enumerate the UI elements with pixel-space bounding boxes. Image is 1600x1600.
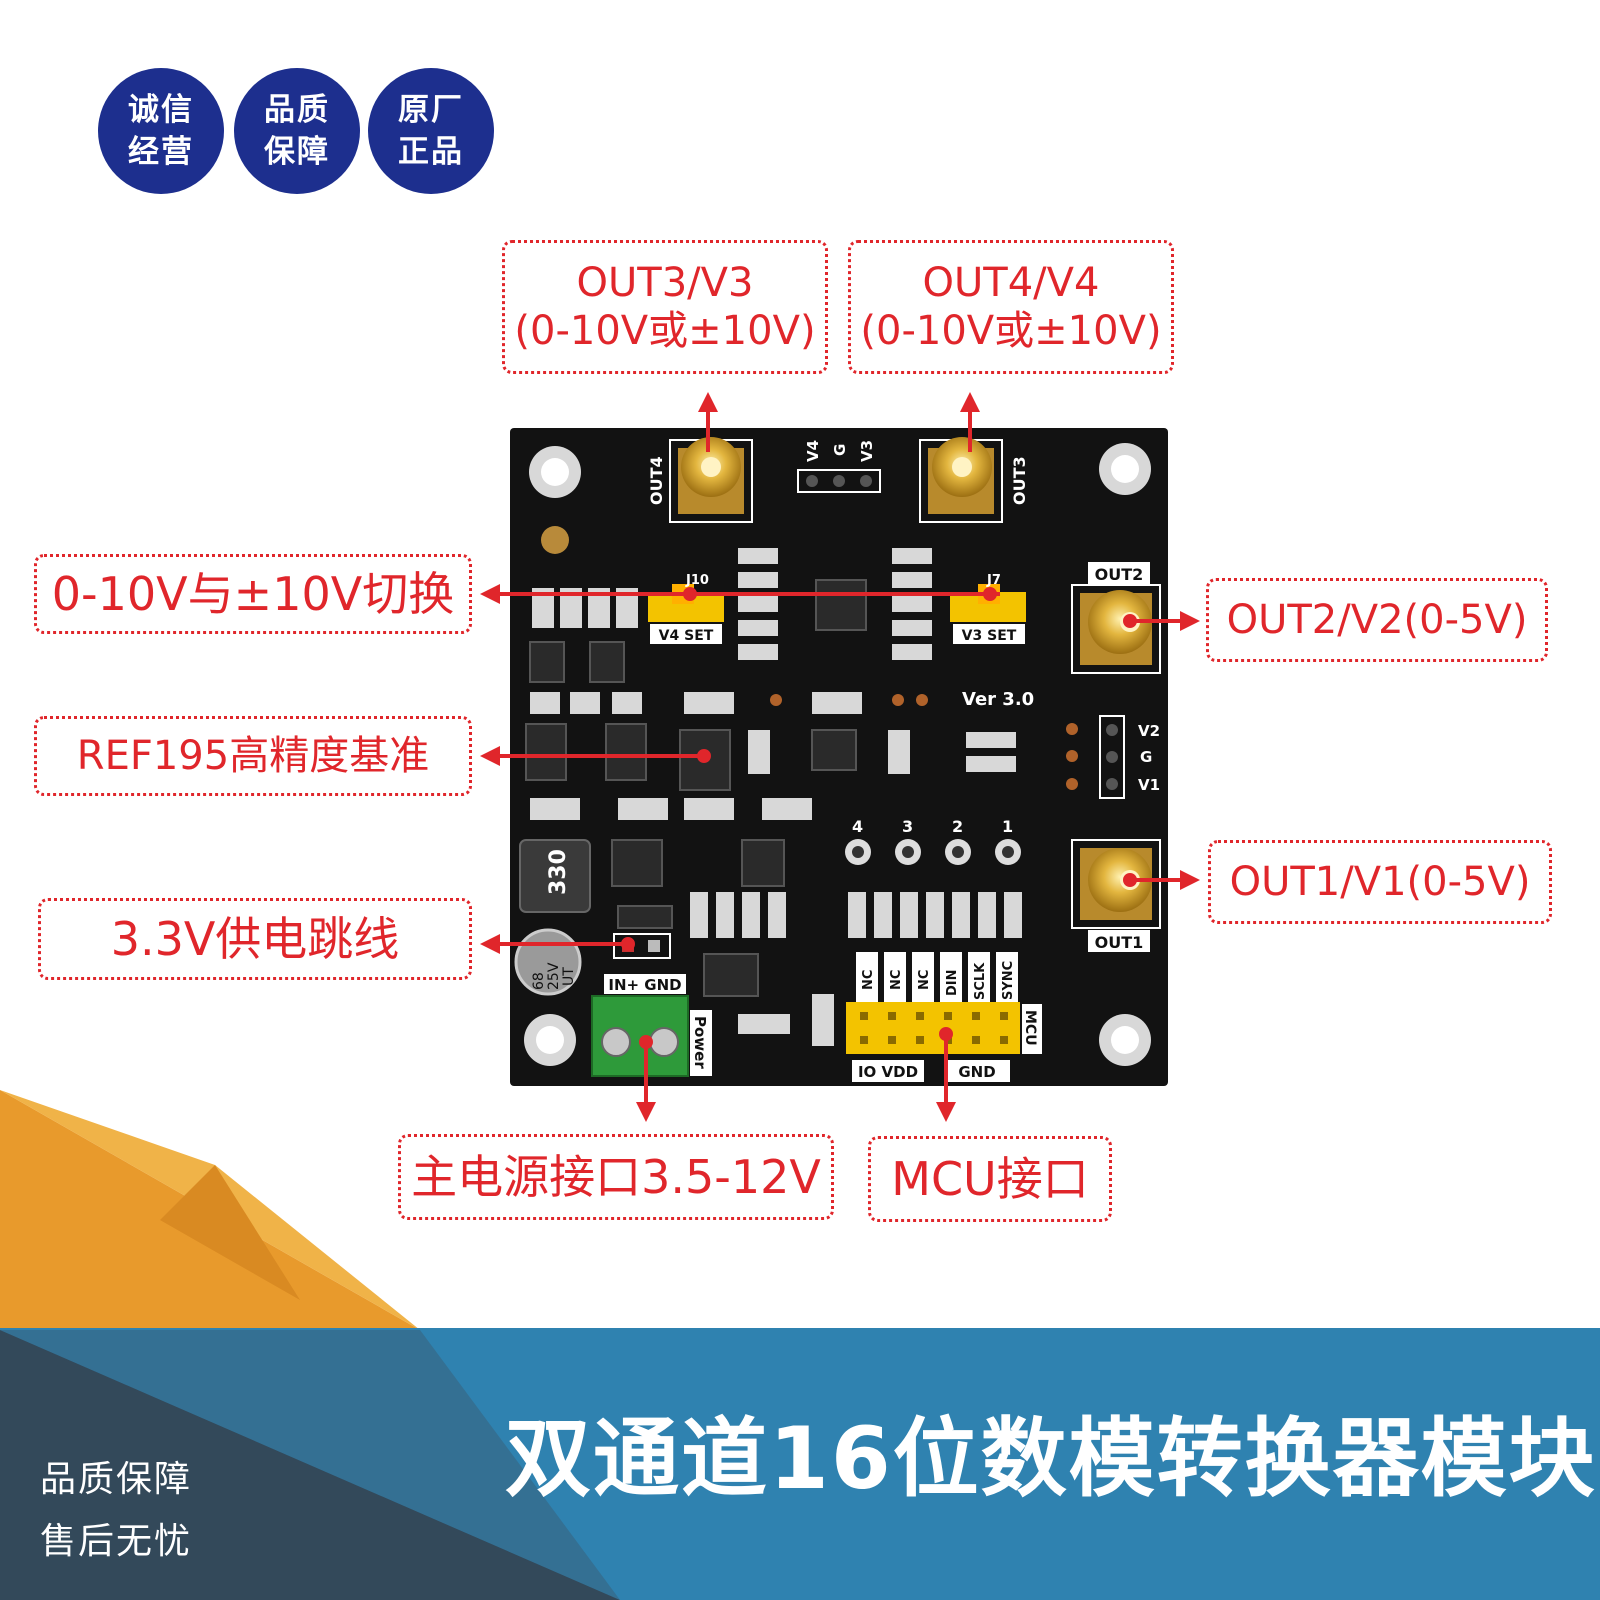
slogan-quality: 品质保障 <box>40 1459 193 1500</box>
orange-triangle-small <box>160 1165 300 1300</box>
silk-mcu-nc3: NC <box>917 970 932 990</box>
dark-corner-fade <box>0 1330 620 1600</box>
copper-pads <box>770 694 1078 790</box>
header-top <box>797 469 881 493</box>
callout-mcu-interface: MCU接口 <box>868 1136 1112 1222</box>
silk-mcu-sclk: SCLK <box>973 962 988 1000</box>
silk-cap-25v: 25V <box>546 962 562 990</box>
callout-ref195: REF195高精度基准 <box>34 716 472 796</box>
silk-j7: J7 <box>986 573 1001 588</box>
silk-out3: OUT3 <box>1010 456 1029 505</box>
silk-version: Ver 3.0 <box>962 689 1034 710</box>
silk-j10: J10 <box>685 573 709 588</box>
silk-pad-3: 3 <box>902 817 913 836</box>
silk-out1: OUT1 <box>1095 933 1144 952</box>
silk-mcu-nc1: NC <box>861 970 876 990</box>
mcu-pin-header <box>846 1002 1020 1054</box>
callout-power-input: 主电源接口3.5-12V <box>398 1134 834 1220</box>
power-terminal-block <box>591 995 689 1077</box>
silk-cap-ut: UT <box>561 967 577 986</box>
silk-pad-1: 1 <box>1002 817 1013 836</box>
callout-out4: OUT4/V4 (0-10V或±10V) <box>848 240 1174 374</box>
slogan-aftersales: 售后无忧 <box>40 1521 193 1562</box>
test-pads <box>845 839 1021 865</box>
silk-in-gnd: IN+ GND <box>608 976 681 994</box>
silk-hdr-g2: G <box>1140 748 1152 766</box>
mcu-pin-labels-bg <box>856 952 1018 1002</box>
silk-v3set: V3 SET <box>962 628 1017 644</box>
sma-connector-out3 <box>919 437 1003 523</box>
ic-chips <box>525 579 867 997</box>
callout-out2: OUT2/V2(0-5V) <box>1206 578 1548 662</box>
callout-out1: OUT1/V1(0-5V) <box>1208 840 1552 924</box>
silk-pad-4: 4 <box>852 817 863 836</box>
silk-hdr-v2: V2 <box>1138 722 1160 740</box>
header-right <box>1099 715 1125 799</box>
silk-out2: OUT2 <box>1095 565 1144 584</box>
annotation-arrows <box>480 392 1200 1122</box>
silk-mcu-din: DIN <box>945 969 960 996</box>
sma-connector-out1 <box>1071 839 1161 929</box>
badge-integrity: 诚信 经营 <box>98 68 224 194</box>
product-title: 双通道16位数模转换器模块 <box>505 1409 1597 1509</box>
silk-inductor: 330 <box>546 849 571 895</box>
callout-out3: OUT3/V3 (0-10V或±10V) <box>502 240 828 374</box>
silk-mcu: MCU <box>1022 1010 1038 1046</box>
silk-gnd: GND <box>958 1063 995 1081</box>
silk-mcu-nc2: NC <box>889 970 904 990</box>
callout-range-switch: 0-10V与±10V切换 <box>34 554 472 634</box>
badge-quality: 品质 保障 <box>234 68 360 194</box>
mounting-holes <box>524 443 1151 1066</box>
silk-out4: OUT4 <box>647 456 666 505</box>
silk-mcu-sync: SYNC <box>1001 961 1016 1000</box>
badge-original: 原厂 正品 <box>368 68 494 194</box>
silk-hdr-v1: V1 <box>1138 776 1160 794</box>
callout-3v3-jumper: 3.3V供电跳线 <box>38 898 472 980</box>
sma-connector-out2 <box>1071 584 1161 674</box>
silk-hdr-v4: V4 <box>804 440 822 462</box>
silk-cap-68: 68 <box>531 972 547 990</box>
smd-components <box>530 548 1022 1046</box>
silk-pad-2: 2 <box>952 817 963 836</box>
silk-hdr-v3: V3 <box>858 440 876 462</box>
inductor-330 <box>519 839 591 913</box>
sma-connector-out4 <box>669 437 753 523</box>
silk-hdr-g: G <box>831 444 849 456</box>
silk-io-vdd: IO VDD <box>858 1063 918 1081</box>
silk-power: Power <box>691 1016 709 1069</box>
silk-v4set: V4 SET <box>659 628 714 644</box>
